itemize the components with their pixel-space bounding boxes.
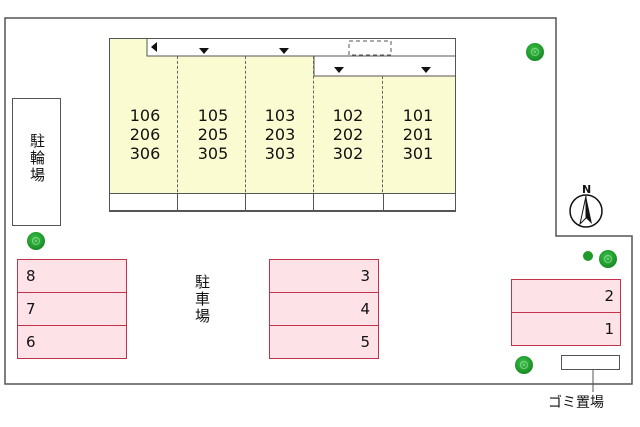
parking-space: 3 <box>269 259 379 293</box>
entrance-arrow-icon <box>279 48 289 54</box>
parking-space-number: 6 <box>26 333 36 351</box>
compass: N <box>568 183 604 229</box>
room-number: 203 <box>264 125 296 144</box>
parking-space: 1 <box>511 312 621 346</box>
room-number: 103 <box>264 106 296 125</box>
unit-column-3: 103 203 303 <box>246 106 314 163</box>
tree-icon <box>515 356 533 374</box>
parking-space-number: 3 <box>360 267 370 285</box>
garbage-area-label: ゴミ置場 <box>548 395 604 411</box>
parking-space-number: 5 <box>360 333 370 351</box>
balcony <box>245 193 314 211</box>
unit-column-5: 101 201 301 <box>384 106 452 163</box>
room-number: 206 <box>129 125 161 144</box>
unit-column-4: 102 202 302 <box>314 106 382 163</box>
bicycle-parking-label: 駐輪場 <box>28 133 46 184</box>
unit-divider <box>382 76 383 212</box>
tree-icon <box>599 250 617 268</box>
building-outline <box>109 38 456 212</box>
unit-divider <box>245 56 246 212</box>
balcony <box>313 193 384 211</box>
entrance-arrow-icon <box>421 67 431 73</box>
room-number: 201 <box>402 125 434 144</box>
parking-space-number: 7 <box>26 300 36 318</box>
parking-space: 8 <box>17 259 127 293</box>
parking-space: 7 <box>17 292 127 326</box>
room-number: 101 <box>402 106 434 125</box>
garbage-area <box>561 355 620 370</box>
balcony <box>383 193 456 211</box>
parking-space-number: 4 <box>360 300 370 318</box>
unit-column-1: 106 206 306 <box>111 106 179 163</box>
unit-divider <box>177 56 178 212</box>
room-number: 301 <box>402 144 434 163</box>
car-parking-label: 駐車場 <box>193 274 211 325</box>
unit-divider <box>313 56 314 212</box>
room-number: 305 <box>197 144 229 163</box>
bicycle-parking: 駐輪場 <box>12 98 61 226</box>
parking-space: 5 <box>269 325 379 359</box>
parking-space: 4 <box>269 292 379 326</box>
parking-space-number: 8 <box>26 267 36 285</box>
balcony <box>109 193 178 211</box>
room-number: 303 <box>264 144 296 163</box>
room-number: 205 <box>197 125 229 144</box>
tree-icon <box>526 43 544 61</box>
parking-space: 6 <box>17 325 127 359</box>
room-number: 106 <box>129 106 161 125</box>
parking-space-number: 2 <box>604 287 614 305</box>
room-number: 105 <box>197 106 229 125</box>
tree-icon <box>27 232 45 250</box>
room-number: 102 <box>332 106 364 125</box>
entrance-arrow-icon <box>334 67 344 73</box>
left-arrow-icon <box>151 42 157 52</box>
compass-north-label: N <box>582 183 592 196</box>
balcony <box>177 193 246 211</box>
entrance-arrow-icon <box>199 48 209 54</box>
room-number: 306 <box>129 144 161 163</box>
unit-column-2: 105 205 305 <box>179 106 247 163</box>
room-number: 202 <box>332 125 364 144</box>
north-arrow-icon <box>569 194 603 228</box>
parking-space-number: 1 <box>604 320 614 338</box>
apartment-building: 106 206 306 105 205 305 103 203 303 102 … <box>109 38 456 212</box>
parking-space: 2 <box>511 279 621 313</box>
shrub-icon <box>583 251 593 261</box>
room-number: 302 <box>332 144 364 163</box>
